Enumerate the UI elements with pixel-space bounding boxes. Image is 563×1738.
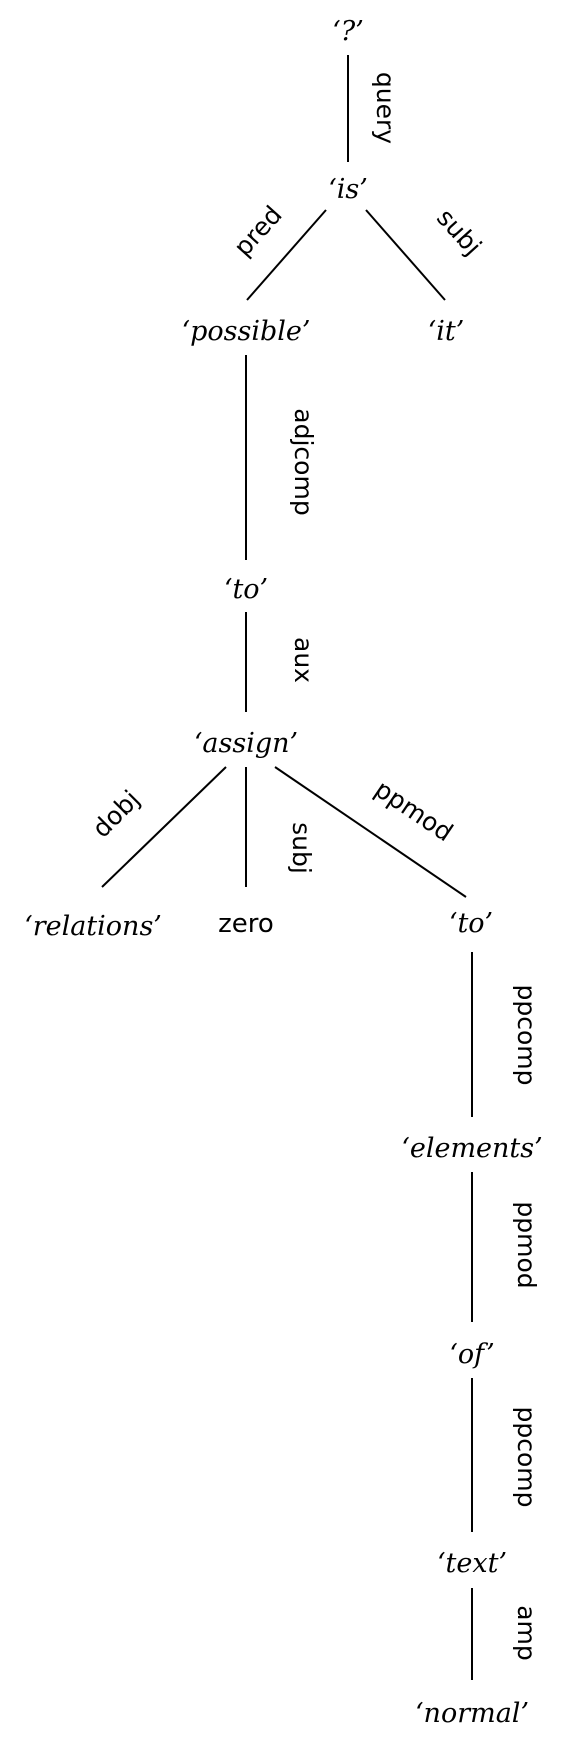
relation-adjcomp: adjcomp (289, 408, 318, 515)
relation-pred: pred (228, 200, 288, 262)
relation-subj-assign: subj (287, 822, 316, 874)
relation-query: query (371, 72, 400, 144)
node-possible: ‘possible’ (182, 316, 311, 347)
edge-dobj (101, 766, 227, 888)
node-of: ‘of’ (449, 1339, 494, 1370)
relation-ppcomp-2: ppcomp (512, 1406, 541, 1507)
node-elements: ‘elements’ (401, 1133, 542, 1164)
relation-ppcomp-1: ppcomp (512, 984, 541, 1085)
relation-dobj: dobj (87, 785, 146, 844)
node-is: ‘is’ (328, 174, 368, 205)
node-to-2: ‘to’ (449, 908, 493, 939)
node-normal: ‘normal’ (415, 1698, 529, 1729)
node-it: ‘it’ (428, 316, 465, 347)
relation-ppmod-1: ppmod (370, 774, 459, 847)
node-assign: ‘assign’ (194, 728, 298, 759)
node-zero: zero (218, 909, 274, 939)
relation-aux: aux (289, 637, 318, 683)
edge-ppmod-1 (274, 766, 467, 898)
relation-ppmod-2: ppmod (512, 1201, 541, 1288)
node-to-1: ‘to’ (224, 574, 268, 605)
tree-nodes: ‘?’ ‘is’ ‘possible’ ‘it’ ‘to’ ‘assign’ ‘… (24, 16, 543, 1729)
tree-edges (101, 55, 473, 1680)
node-text: ‘text’ (437, 1548, 507, 1579)
relation-amp: amp (512, 1605, 541, 1661)
edge-subj-is (365, 209, 446, 301)
edge-pred (246, 209, 327, 301)
node-query-mark: ‘?’ (332, 16, 364, 47)
relation-subj-is: subj (431, 203, 487, 261)
node-relations: ‘relations’ (24, 911, 162, 942)
